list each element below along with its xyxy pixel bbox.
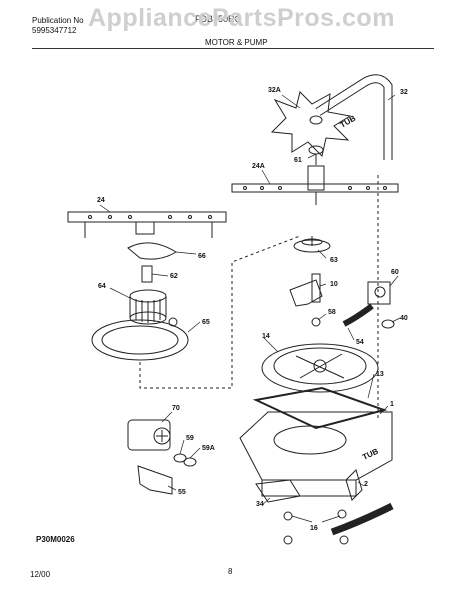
part-fine-filter xyxy=(129,289,167,325)
part-32a-nut xyxy=(309,115,323,125)
label-58: 58 xyxy=(328,309,336,316)
label-64: 64 xyxy=(98,283,106,290)
label-40: 40 xyxy=(400,315,408,322)
part-shaft xyxy=(141,265,153,283)
label-24: 24 xyxy=(97,197,105,204)
part-59a-ring xyxy=(183,457,197,467)
label-34: 34 xyxy=(256,501,264,508)
part-plate xyxy=(255,479,301,503)
part-pump-housing xyxy=(289,273,323,307)
label-54: 54 xyxy=(356,339,364,346)
label-tub-lower: TUB xyxy=(361,447,380,462)
label-66: 66 xyxy=(198,253,206,260)
model-number: FDB750RC xyxy=(195,14,242,24)
part-sump xyxy=(261,343,379,393)
part-gasket xyxy=(252,386,388,430)
label-65: 65 xyxy=(202,319,210,326)
label-55: 55 xyxy=(178,489,186,496)
part-inlet-valve xyxy=(367,281,391,305)
drawing-code: P30M0026 xyxy=(36,535,75,544)
footer-date: 12/00 xyxy=(30,570,51,579)
part-tub-bottom xyxy=(239,411,393,497)
part-chopper-blade xyxy=(127,242,177,260)
label-61: 61 xyxy=(294,157,302,164)
label-13: 13 xyxy=(376,371,384,378)
publication-number: 5995347712 xyxy=(32,26,77,35)
part-feed-tube xyxy=(315,74,393,160)
part-tub-cutout xyxy=(270,91,352,157)
part-40-clip xyxy=(381,319,395,329)
label-62: 62 xyxy=(170,273,178,280)
label-60: 60 xyxy=(391,269,399,276)
label-24a: 24A xyxy=(252,163,265,170)
page-number: 8 xyxy=(228,567,233,576)
label-tub-upper: TUB xyxy=(339,114,358,130)
label-70: 70 xyxy=(172,405,180,412)
label-16: 16 xyxy=(310,525,318,532)
label-14: 14 xyxy=(262,333,270,340)
part-drain-hose xyxy=(342,303,374,327)
publication-label: Publication No xyxy=(32,16,84,25)
part-pump-cover xyxy=(293,236,331,253)
label-32a: 32A xyxy=(268,87,281,94)
part-bracket-2 xyxy=(345,469,363,501)
part-lower-spray-arm xyxy=(67,211,227,238)
header-rule xyxy=(32,48,434,49)
part-motor xyxy=(127,419,171,451)
watermark: AppliancePartsPros.com xyxy=(88,4,395,32)
label-1: 1 xyxy=(390,401,394,408)
part-58-ring xyxy=(311,317,321,327)
exploded-outline xyxy=(139,235,301,389)
label-59: 59 xyxy=(186,435,194,442)
label-59a: 59A xyxy=(202,445,215,452)
part-upper-spray-arm xyxy=(231,165,399,205)
label-32: 32 xyxy=(400,89,408,96)
label-63: 63 xyxy=(330,257,338,264)
part-filter-disc xyxy=(91,317,189,361)
section-title: MOTOR & PUMP xyxy=(205,38,268,47)
part-motor-bracket xyxy=(137,465,173,495)
part-lower-hose xyxy=(330,502,394,536)
label-10: 10 xyxy=(330,281,338,288)
label-2: 2 xyxy=(364,481,368,488)
